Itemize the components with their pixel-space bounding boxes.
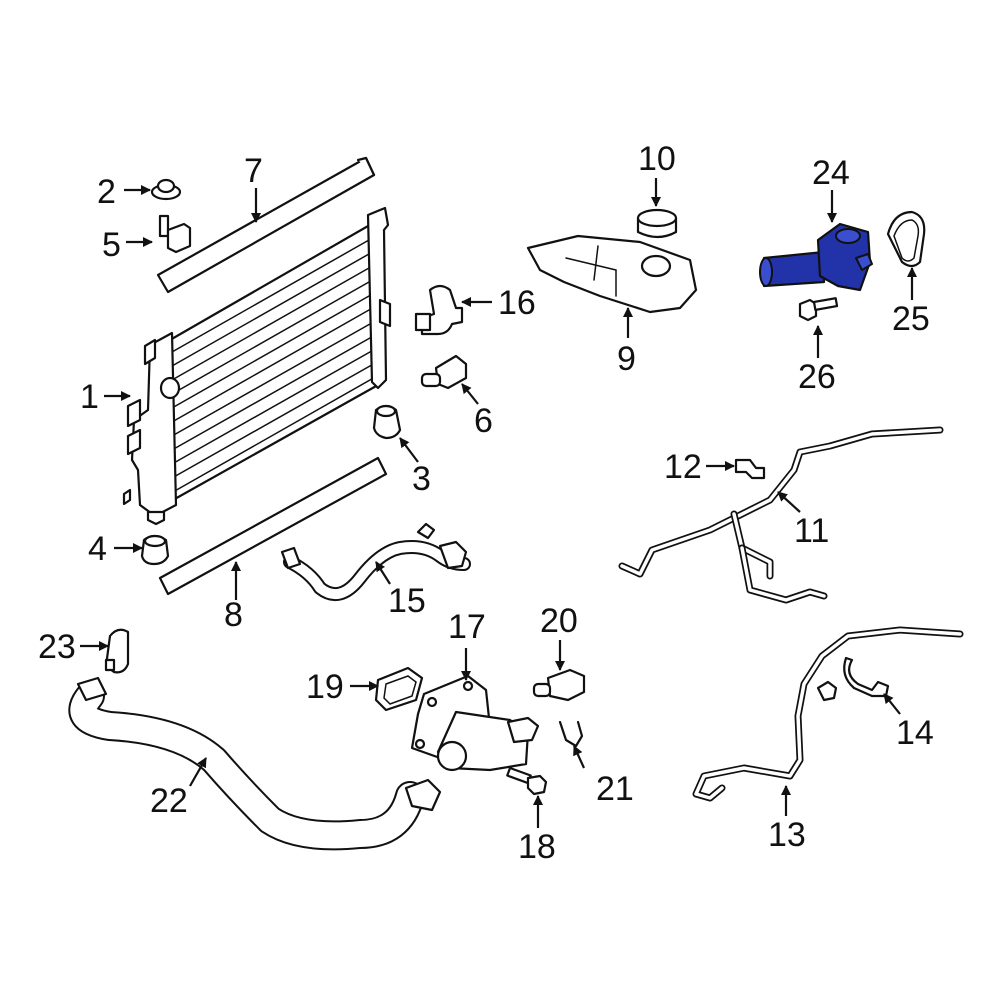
callout-4: 4 [88, 530, 143, 568]
callout-20-label: 20 [540, 602, 578, 640]
callout-7-label: 7 [244, 152, 263, 190]
callout-16-label: 16 [498, 284, 536, 322]
isolator-3[interactable] [372, 404, 402, 440]
callout-13: 13 [768, 785, 806, 854]
hose-fitting-16[interactable] [414, 284, 464, 336]
sensor-20[interactable] [532, 668, 586, 702]
callout-22-label: 22 [150, 782, 188, 820]
hose-15[interactable] [280, 522, 471, 602]
callout-19: 19 [306, 668, 379, 706]
bracket-5[interactable] [158, 214, 192, 254]
callout-15: 15 [375, 561, 426, 620]
callout-6: 6 [461, 383, 493, 440]
callout-3: 3 [399, 437, 431, 498]
isolator-4[interactable] [140, 534, 170, 566]
callout-5: 5 [102, 226, 153, 264]
callout-19-label: 19 [306, 668, 344, 706]
callout-26-label: 26 [798, 358, 836, 396]
callout-21-label: 21 [596, 770, 634, 808]
callout-21: 21 [572, 745, 634, 808]
callout-1-label: 1 [80, 378, 99, 416]
callout-17: 17 [448, 608, 486, 681]
callout-10-label: 10 [638, 140, 676, 178]
clip-21[interactable] [558, 720, 584, 748]
callout-12-label: 12 [664, 448, 702, 486]
callout-2-label: 2 [97, 173, 116, 211]
coolant-reservoir[interactable] [526, 234, 698, 314]
callout-25: 25 [892, 267, 930, 338]
callout-23: 23 [38, 628, 109, 666]
callout-14: 14 [883, 693, 934, 752]
callout-10: 10 [638, 140, 676, 207]
callout-25-label: 25 [892, 300, 930, 338]
callout-8-label: 8 [224, 596, 243, 634]
clip-14[interactable] [843, 656, 890, 698]
sensor-6[interactable] [420, 354, 468, 390]
thermostat-housing[interactable] [759, 222, 873, 292]
callout-2: 2 [97, 173, 151, 211]
callout-18: 18 [518, 795, 556, 866]
callout-11: 11 [777, 491, 829, 550]
callout-4-label: 4 [88, 530, 107, 568]
hose-connector-23[interactable] [104, 628, 130, 674]
callout-16: 16 [461, 284, 536, 322]
callout-24-label: 24 [812, 154, 850, 192]
callout-14-label: 14 [896, 714, 934, 752]
radiator-hose-22[interactable] [68, 676, 442, 851]
callout-12: 12 [664, 448, 735, 486]
callout-26: 26 [798, 325, 836, 396]
callout-24: 24 [812, 154, 850, 223]
callout-6-label: 6 [474, 402, 493, 440]
callout-8: 8 [224, 561, 243, 634]
gasket-25[interactable] [886, 210, 926, 268]
clip-12[interactable] [734, 458, 766, 480]
callout-9: 9 [617, 307, 636, 378]
gasket-19[interactable] [374, 666, 424, 712]
callout-17-label: 17 [448, 608, 486, 646]
lower-air-seal[interactable] [158, 456, 388, 596]
callout-22: 22 [150, 757, 207, 820]
coolant-tube-11[interactable] [618, 426, 944, 604]
bolt-18[interactable] [506, 766, 548, 796]
radiator[interactable] [122, 206, 392, 526]
callout-3-label: 3 [412, 460, 431, 498]
callout-15-label: 15 [388, 582, 426, 620]
callout-1: 1 [80, 378, 131, 416]
callout-11-label: 11 [794, 512, 829, 550]
bolt-26[interactable] [798, 297, 839, 322]
callout-5-label: 5 [102, 226, 121, 264]
coolant-tube-13[interactable] [692, 626, 964, 802]
callout-9-label: 9 [617, 340, 636, 378]
callout-13-label: 13 [768, 816, 806, 854]
grommet-2[interactable] [150, 178, 182, 201]
callout-20: 20 [540, 602, 578, 671]
reservoir-cap[interactable] [636, 208, 678, 239]
upper-air-seal[interactable] [156, 156, 376, 294]
callout-18-label: 18 [518, 828, 556, 866]
callout-7: 7 [244, 152, 263, 223]
thermostat-housing-17[interactable] [410, 674, 540, 772]
callout-23-label: 23 [38, 628, 76, 666]
